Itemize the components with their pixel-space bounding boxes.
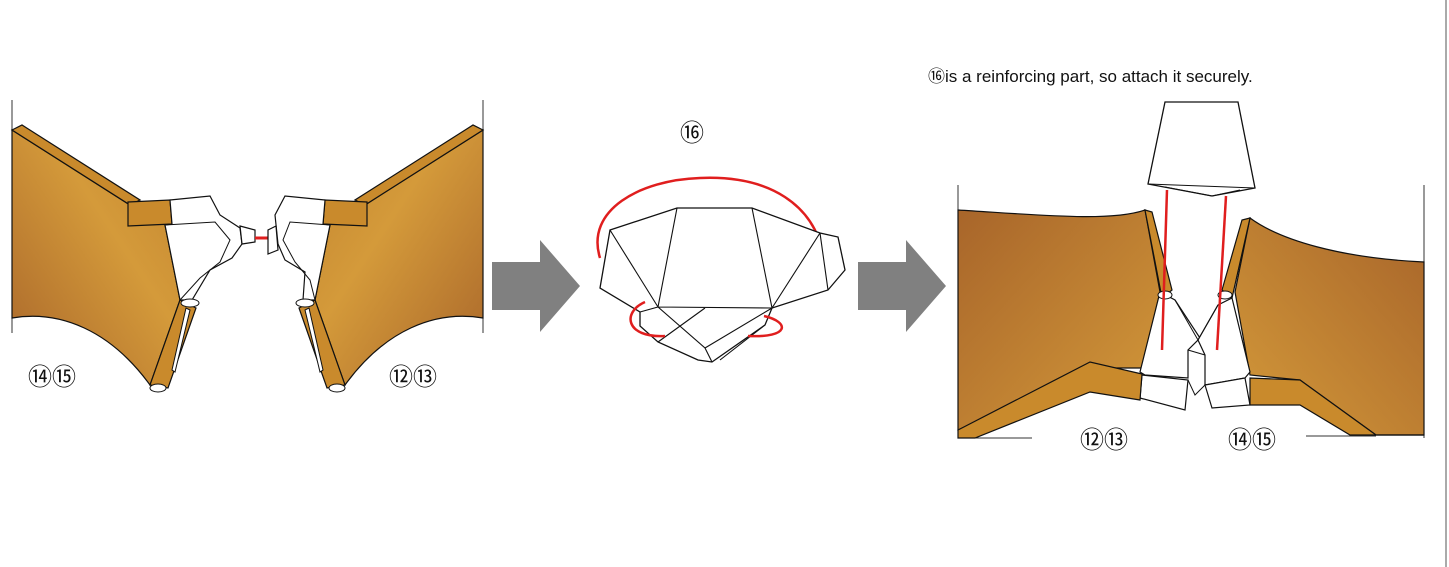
part-16-fold	[1147, 183, 1256, 197]
part-16-outline	[599, 207, 846, 363]
tube-end	[180, 298, 200, 308]
tube-end	[149, 383, 167, 393]
bottom-tube	[957, 361, 1143, 439]
bottom-tab	[1139, 374, 1189, 411]
bottom-tab	[1204, 377, 1251, 409]
glue-line	[1215, 195, 1228, 351]
tube-end	[328, 383, 346, 393]
glue-line	[1160, 189, 1169, 351]
top-tab	[127, 199, 173, 227]
white-tab-inner	[282, 221, 331, 301]
body-panel	[11, 128, 181, 387]
part-14-15-step1	[10, 124, 256, 393]
small-tab	[239, 225, 256, 245]
center-folds	[1174, 299, 1219, 396]
top-flange	[10, 124, 142, 206]
bottom-tube	[1249, 377, 1424, 436]
step3-assembly	[957, 101, 1425, 439]
right-arrow-icon	[492, 240, 580, 332]
part-14-15-label: ⑭⑮	[1228, 427, 1276, 454]
part-16-folds	[609, 207, 829, 363]
body-panel	[1234, 216, 1425, 436]
part-16-step3	[1147, 101, 1256, 197]
part-12-13-label: ⑫⑬	[1080, 427, 1128, 454]
top-tab	[322, 199, 368, 227]
part-12-13-label: ⑫⑬	[389, 364, 437, 391]
top-flange	[353, 124, 485, 206]
step1-parts	[10, 100, 485, 393]
right-arrow-icon	[858, 240, 946, 332]
instruction-note: ⑯is a reinforcing part, so attach it sec…	[928, 67, 1253, 86]
small-tab	[267, 225, 279, 255]
bottom-tube-slot	[171, 307, 191, 373]
part-12-13-step1	[267, 124, 485, 393]
red-glue-arc	[596, 176, 826, 259]
part-16-label: ⑯	[680, 120, 704, 147]
part-16-step2	[596, 176, 846, 363]
part-16-outline	[1147, 101, 1256, 197]
red-glue-arc	[629, 300, 666, 338]
part-14-15-label: ⑭⑮	[28, 364, 76, 391]
bottom-tube-slot	[304, 307, 324, 373]
white-tab-inner	[164, 221, 231, 301]
white-tab	[164, 195, 243, 301]
tube-end	[295, 298, 315, 308]
side-flange	[1221, 217, 1251, 300]
part-14-15-step3	[1197, 216, 1425, 436]
body-panel	[314, 128, 484, 387]
red-glue-arc	[747, 314, 783, 338]
